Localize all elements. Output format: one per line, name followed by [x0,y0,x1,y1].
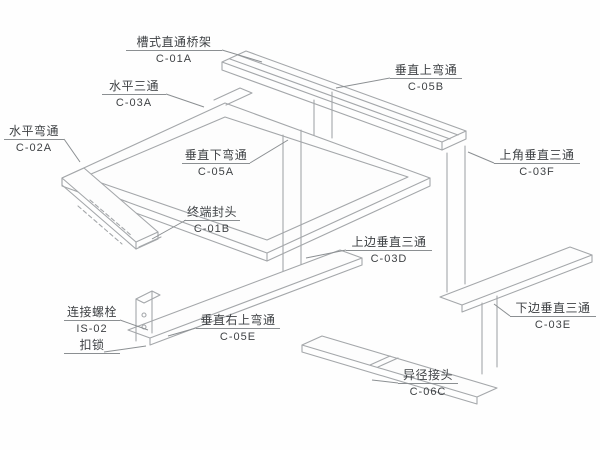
label-text: 槽式直通桥架 [126,34,222,51]
label-extra: 扣锁 [64,337,120,354]
label-text: 下边垂直三通 [510,300,596,317]
label-horizontal-bend: 水平弯通 C-02A [4,123,64,156]
label-text: 上边垂直三通 [346,234,432,251]
label-code: C-02A [15,142,53,154]
label-text: 异径接头 [398,367,458,384]
label-text: 垂直上弯通 [390,62,462,79]
label-vertical-up-bend: 垂直上弯通 C-05B [390,62,462,95]
label-code: C-03D [370,253,408,265]
label-bottom-edge-vertical-tee: 下边垂直三通 C-03E [510,300,596,333]
label-connection-bolt: 连接螺栓 IS-02 扣锁 [64,304,120,354]
top-corner-vertical-tee [446,145,466,293]
label-straight-tray: 槽式直通桥架 C-01A [126,34,222,67]
label-code: C-01B [193,223,231,235]
mid-ring [61,87,431,262]
label-code: C-03A [115,97,153,109]
label-code: IS-02 [76,323,108,335]
vertical-down-riser [282,129,302,285]
label-end-cap: 终端封头 C-01B [184,204,240,237]
leader-lines [63,49,511,384]
label-code: C-03E [534,319,572,331]
label-text: 连接螺栓 [64,304,120,321]
bottom-run [127,249,363,346]
label-top-corner-vertical-tee: 上角垂直三通 C-03F [494,147,580,180]
label-vertical-down-bend: 垂直下弯通 C-05A [182,147,250,180]
cable-tray-assembly [61,50,593,405]
right-lower-run [439,246,593,375]
label-code: C-05B [407,81,445,93]
label-text: 水平弯通 [4,123,64,140]
label-horizontal-tee: 水平三通 C-03A [102,78,166,111]
label-code: C-05E [219,331,257,343]
label-text: 垂直下弯通 [182,147,250,164]
label-text: 终端封头 [184,204,240,221]
reducer-run [301,335,498,405]
label-text: 上角垂直三通 [494,147,580,164]
label-text: 水平三通 [102,78,166,95]
label-code: C-05A [197,166,235,178]
vertical-right-up-bend [135,290,161,342]
label-vertical-right-up-bend: 垂直右上弯通 C-05E [196,312,280,345]
label-code: C-01A [155,53,193,65]
label-code: C-06C [409,386,447,398]
label-top-edge-vertical-tee: 上边垂直三通 C-03D [346,234,432,267]
label-reducer-joint: 异径接头 C-06C [398,367,458,400]
label-text: 垂直右上弯通 [196,312,280,329]
end-cap-branch [61,167,162,250]
label-code: C-03F [519,166,555,178]
